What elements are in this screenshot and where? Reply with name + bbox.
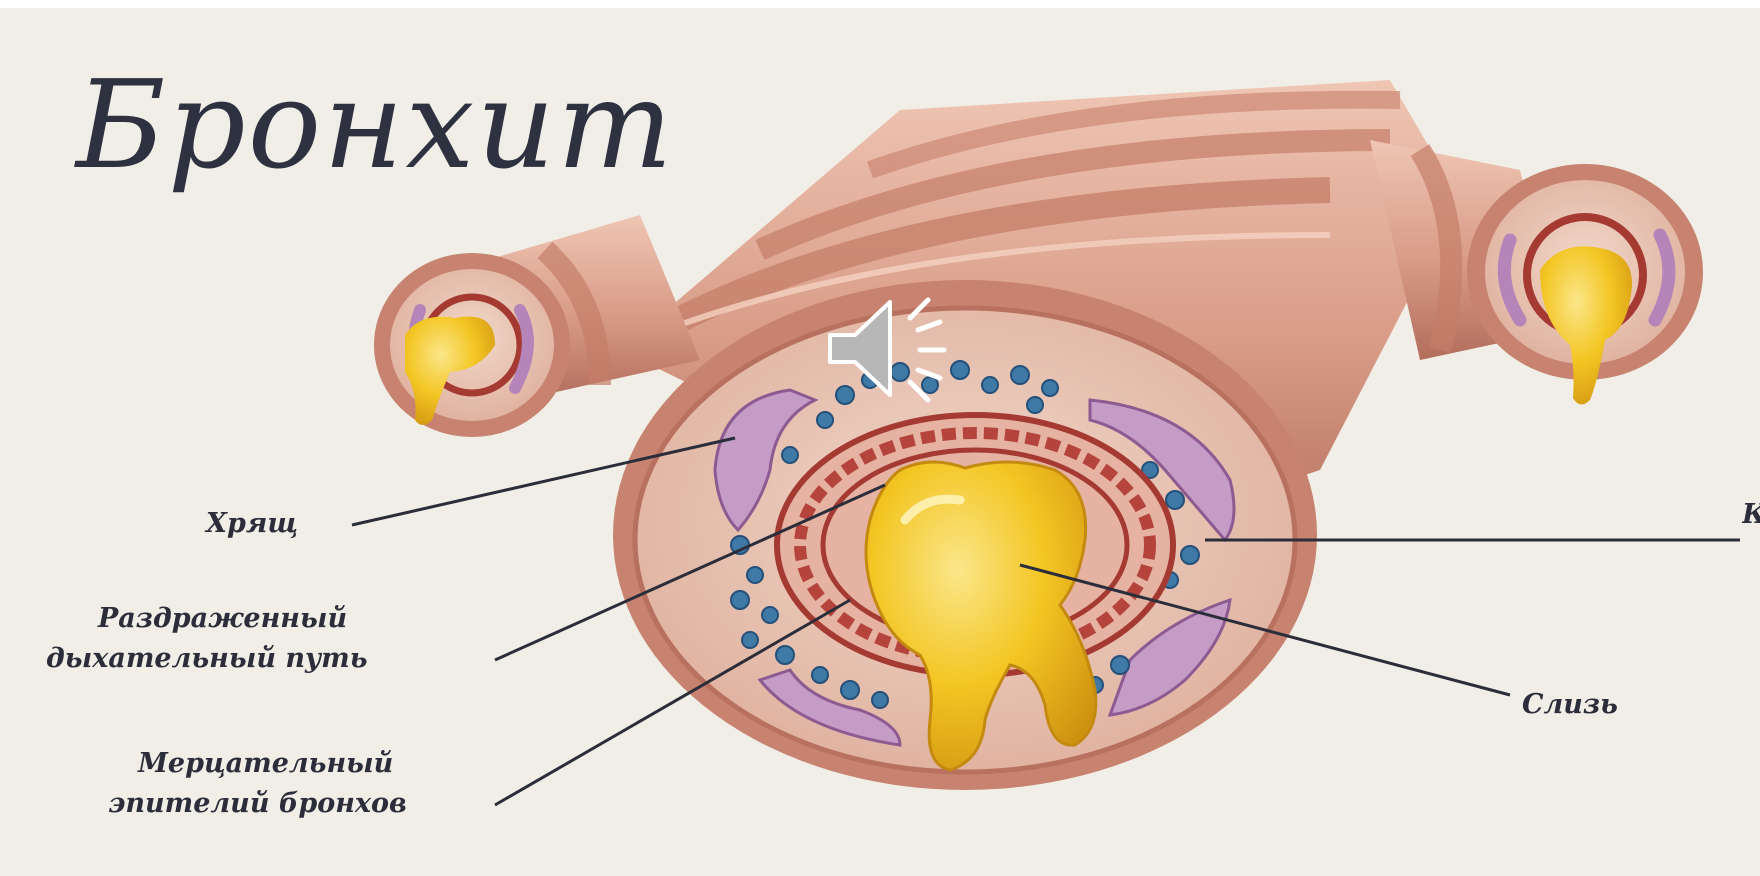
slide-top-band [0,0,1760,8]
label-cartilage: Хрящ [206,505,298,543]
label-airway-line1: Раздраженный [98,600,347,638]
left-branch-bronchus [374,215,700,437]
label-airway-line2: дыхательный путь [46,640,368,678]
slide-title: Бронхит [76,54,675,196]
label-epithelium-line2: эпителий бронхов [108,785,407,823]
right-branch-bronchus [1370,140,1703,405]
label-right-cut: К [1742,496,1760,534]
label-mucus: Слизь [1522,686,1618,724]
right-label-clip: К [1742,496,1760,540]
label-epithelium-line1: Мерцательный [138,745,393,783]
